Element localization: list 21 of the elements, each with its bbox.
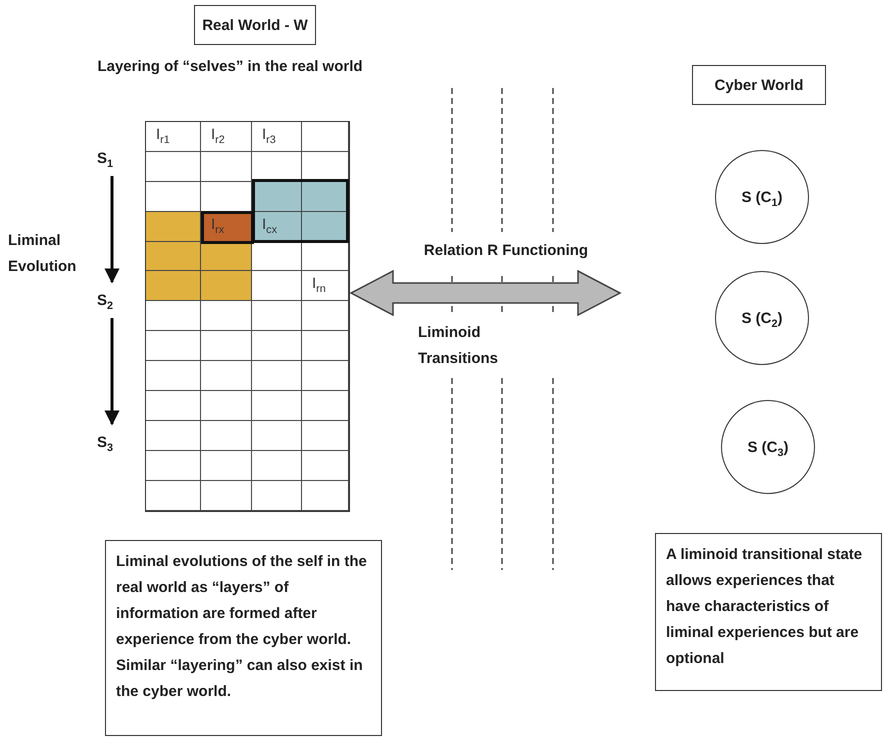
- note-box: Liminal evolutions of the self in the real world as “layers” of information are formed after experience from the cyber world. Similar “layering” can also exist in the cyber world.: [105, 540, 382, 736]
- arrow: [104, 176, 120, 284]
- grid-cell: I$_{r3}$: [252, 122, 302, 152]
- title-box: Real World - W: [194, 5, 316, 45]
- note-box: A liminoid transitional state allows experiences that have characteristics of liminal experiences but are optional: [655, 533, 882, 691]
- state-label: S$_{2}$: [90, 288, 120, 312]
- arrow-caption: Liminoid Transitions: [418, 323, 500, 369]
- arrow: [104, 318, 120, 426]
- grid-cell: I$_{rn}$: [302, 271, 349, 302]
- caption-text: Layering of “selves” in the real world: [96, 57, 364, 77]
- state-circle: S (C$_{1}$): [715, 150, 809, 244]
- state-circle: S (C$_{2}$): [715, 271, 809, 365]
- title-box: Cyber World: [692, 65, 826, 105]
- axis-label: Liminal Evolution: [8, 231, 78, 277]
- grid-cell: I$_{r2}$: [201, 122, 252, 152]
- state-label: S$_{3}$: [90, 430, 120, 454]
- state-label: S$_{1}$: [90, 146, 120, 170]
- grid-cell: I$_{r1}$: [146, 122, 201, 152]
- state-circle: S (C$_{3}$): [721, 400, 815, 494]
- layer-grid: [145, 121, 350, 512]
- double-arrow: [349, 270, 622, 316]
